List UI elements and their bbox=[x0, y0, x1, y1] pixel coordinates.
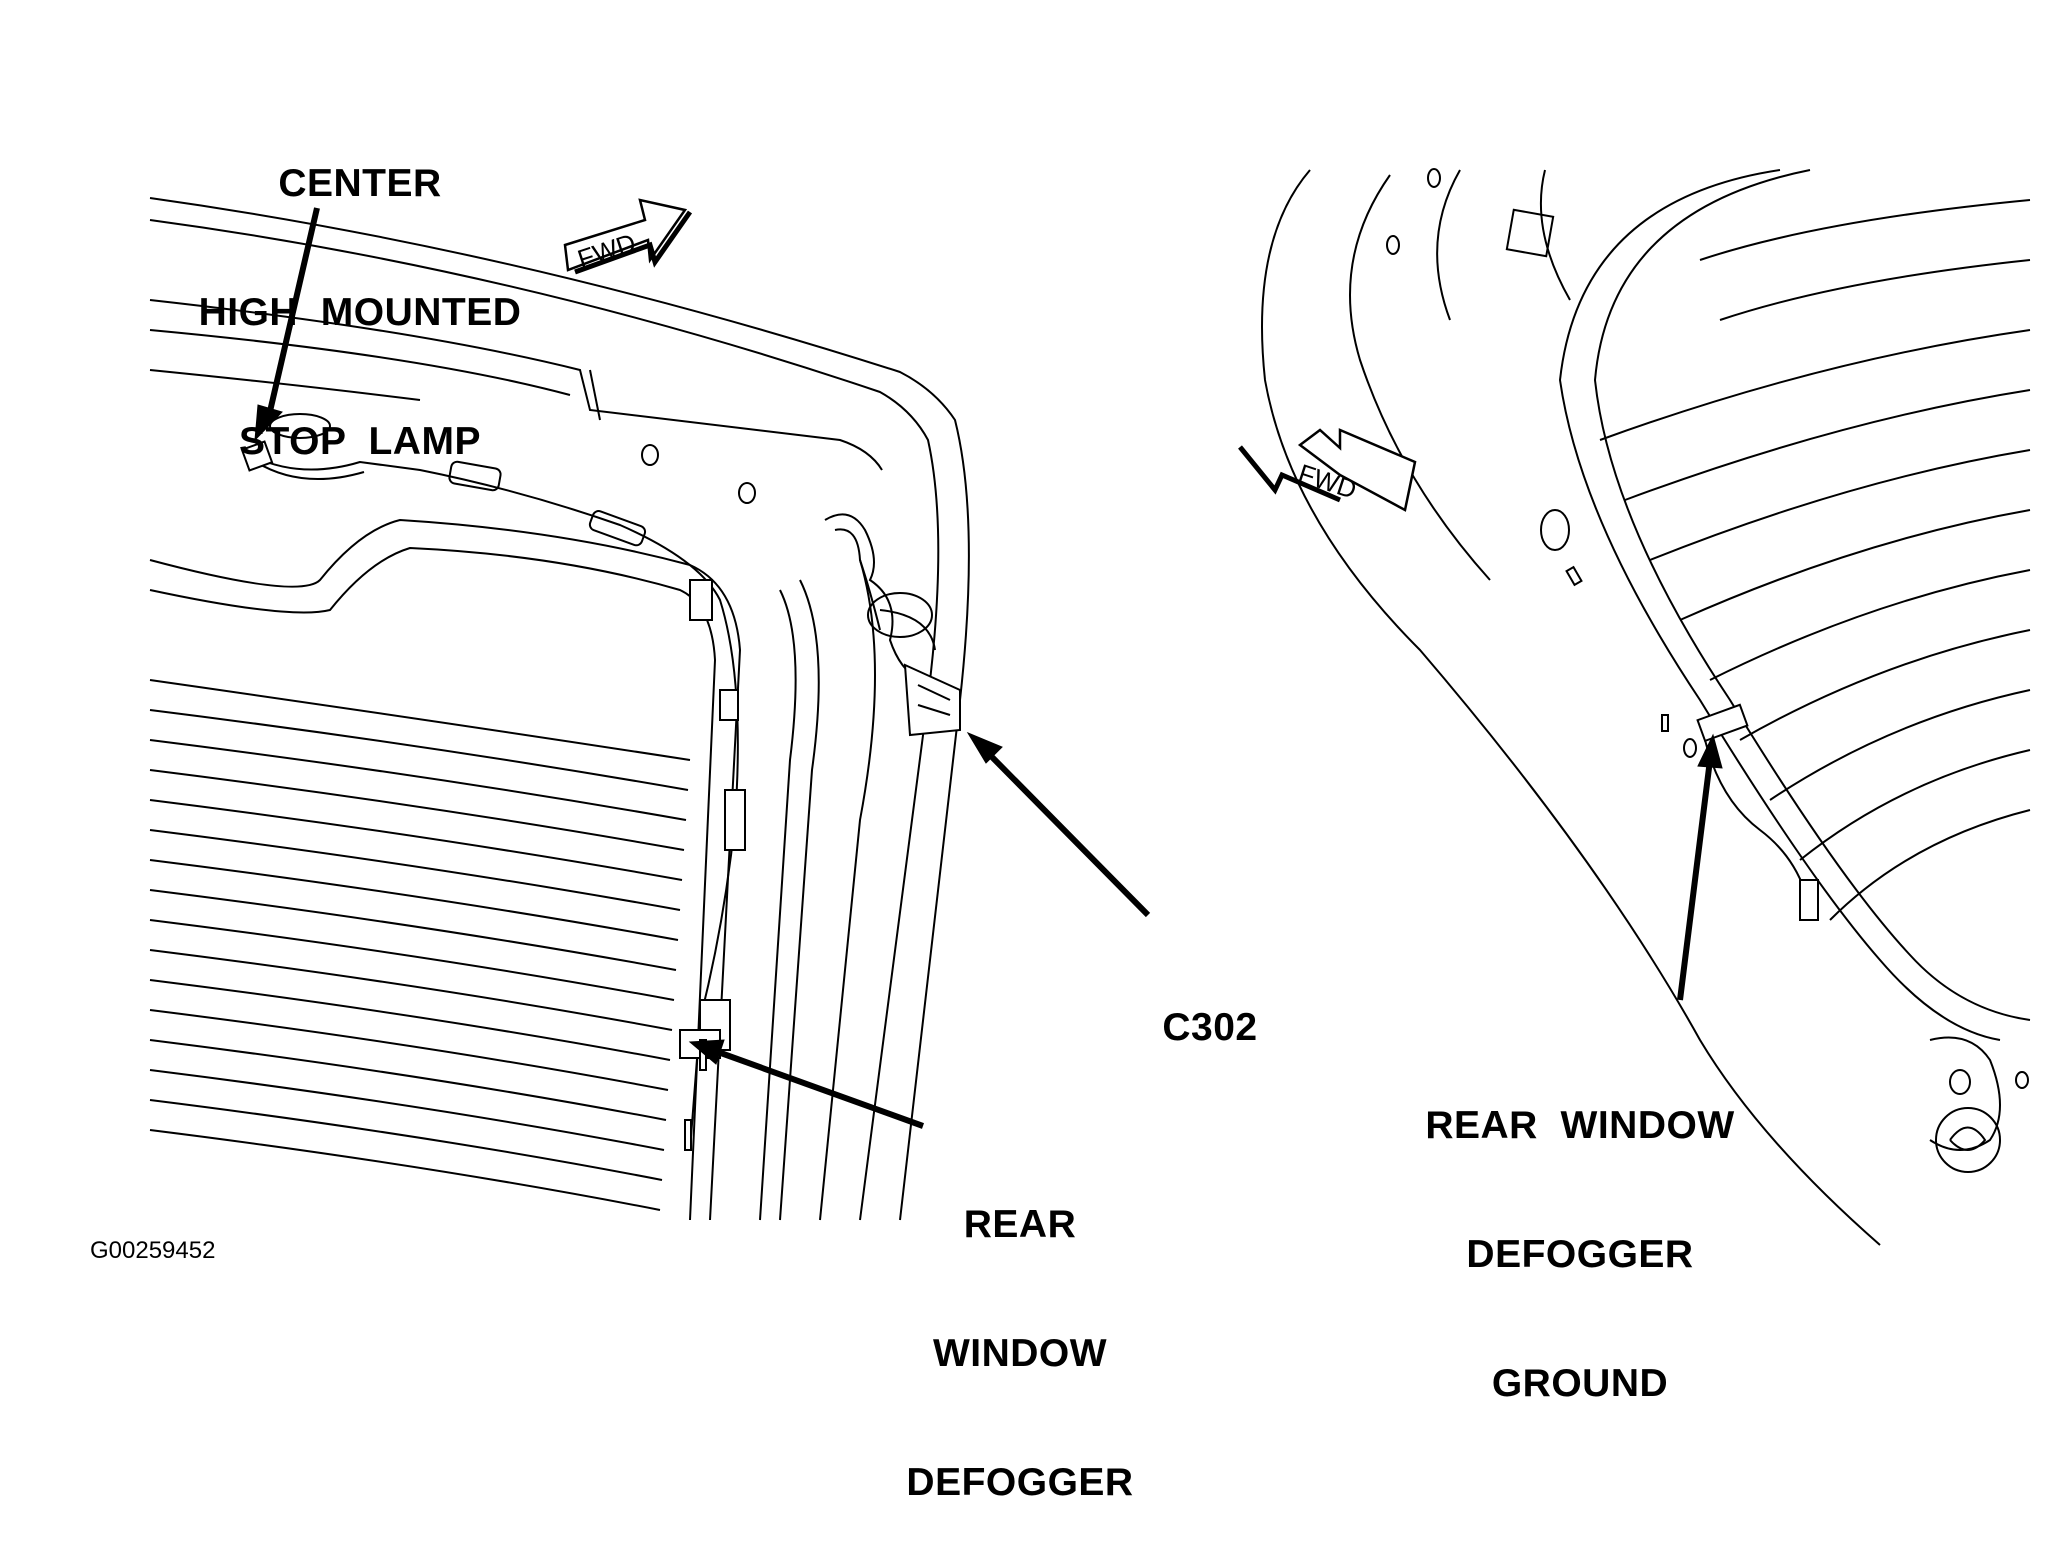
fwd-arrow-left: FWD bbox=[563, 198, 693, 275]
left-view-liftgate bbox=[149, 197, 970, 1221]
chmsl-line-2: HIGH MOUNTED bbox=[198, 291, 522, 334]
c302-arrowhead bbox=[966, 731, 1003, 764]
chmsl-line-1: CENTER bbox=[278, 162, 442, 205]
fwd-arrow-right: FWD bbox=[1238, 428, 1417, 512]
ground-line-1: REAR WINDOW bbox=[1425, 1104, 1735, 1147]
defogger-ground-callout: REAR WINDOW DEFOGGER GROUND bbox=[1400, 1018, 1760, 1448]
ground-arrowhead bbox=[1697, 733, 1723, 769]
ground-leader bbox=[1677, 759, 1713, 1001]
defogger-arrowhead bbox=[688, 1039, 725, 1065]
defogger-line-2: WINDOW bbox=[932, 1332, 1108, 1375]
chmsl-callout: CENTER HIGH MOUNTED STOP LAMP bbox=[180, 76, 540, 506]
c302-label: C302 bbox=[1162, 1006, 1258, 1049]
leader-arrows bbox=[254, 207, 1723, 1129]
defogger-leader bbox=[716, 1049, 925, 1129]
right-view-liftgate bbox=[1261, 168, 2031, 1246]
ground-line-3: GROUND bbox=[1491, 1362, 1669, 1405]
defogger-line-3: DEFOGGER bbox=[906, 1461, 1134, 1504]
chmsl-line-3: STOP LAMP bbox=[239, 420, 481, 463]
c302-leader bbox=[987, 752, 1151, 918]
fwd-label-left: FWD bbox=[574, 227, 640, 274]
c302-callout: C302 bbox=[1140, 920, 1280, 1092]
chmsl-leader bbox=[265, 207, 320, 421]
figure-id: G00259452 bbox=[90, 1237, 216, 1264]
defogger-callout: REAR WINDOW DEFOGGER bbox=[880, 1117, 1160, 1547]
defogger-line-1: REAR bbox=[963, 1203, 1077, 1246]
chmsl-arrowhead bbox=[254, 404, 283, 442]
wiring-diagram: FWD bbox=[149, 168, 2031, 1246]
ground-line-2: DEFOGGER bbox=[1466, 1233, 1694, 1276]
